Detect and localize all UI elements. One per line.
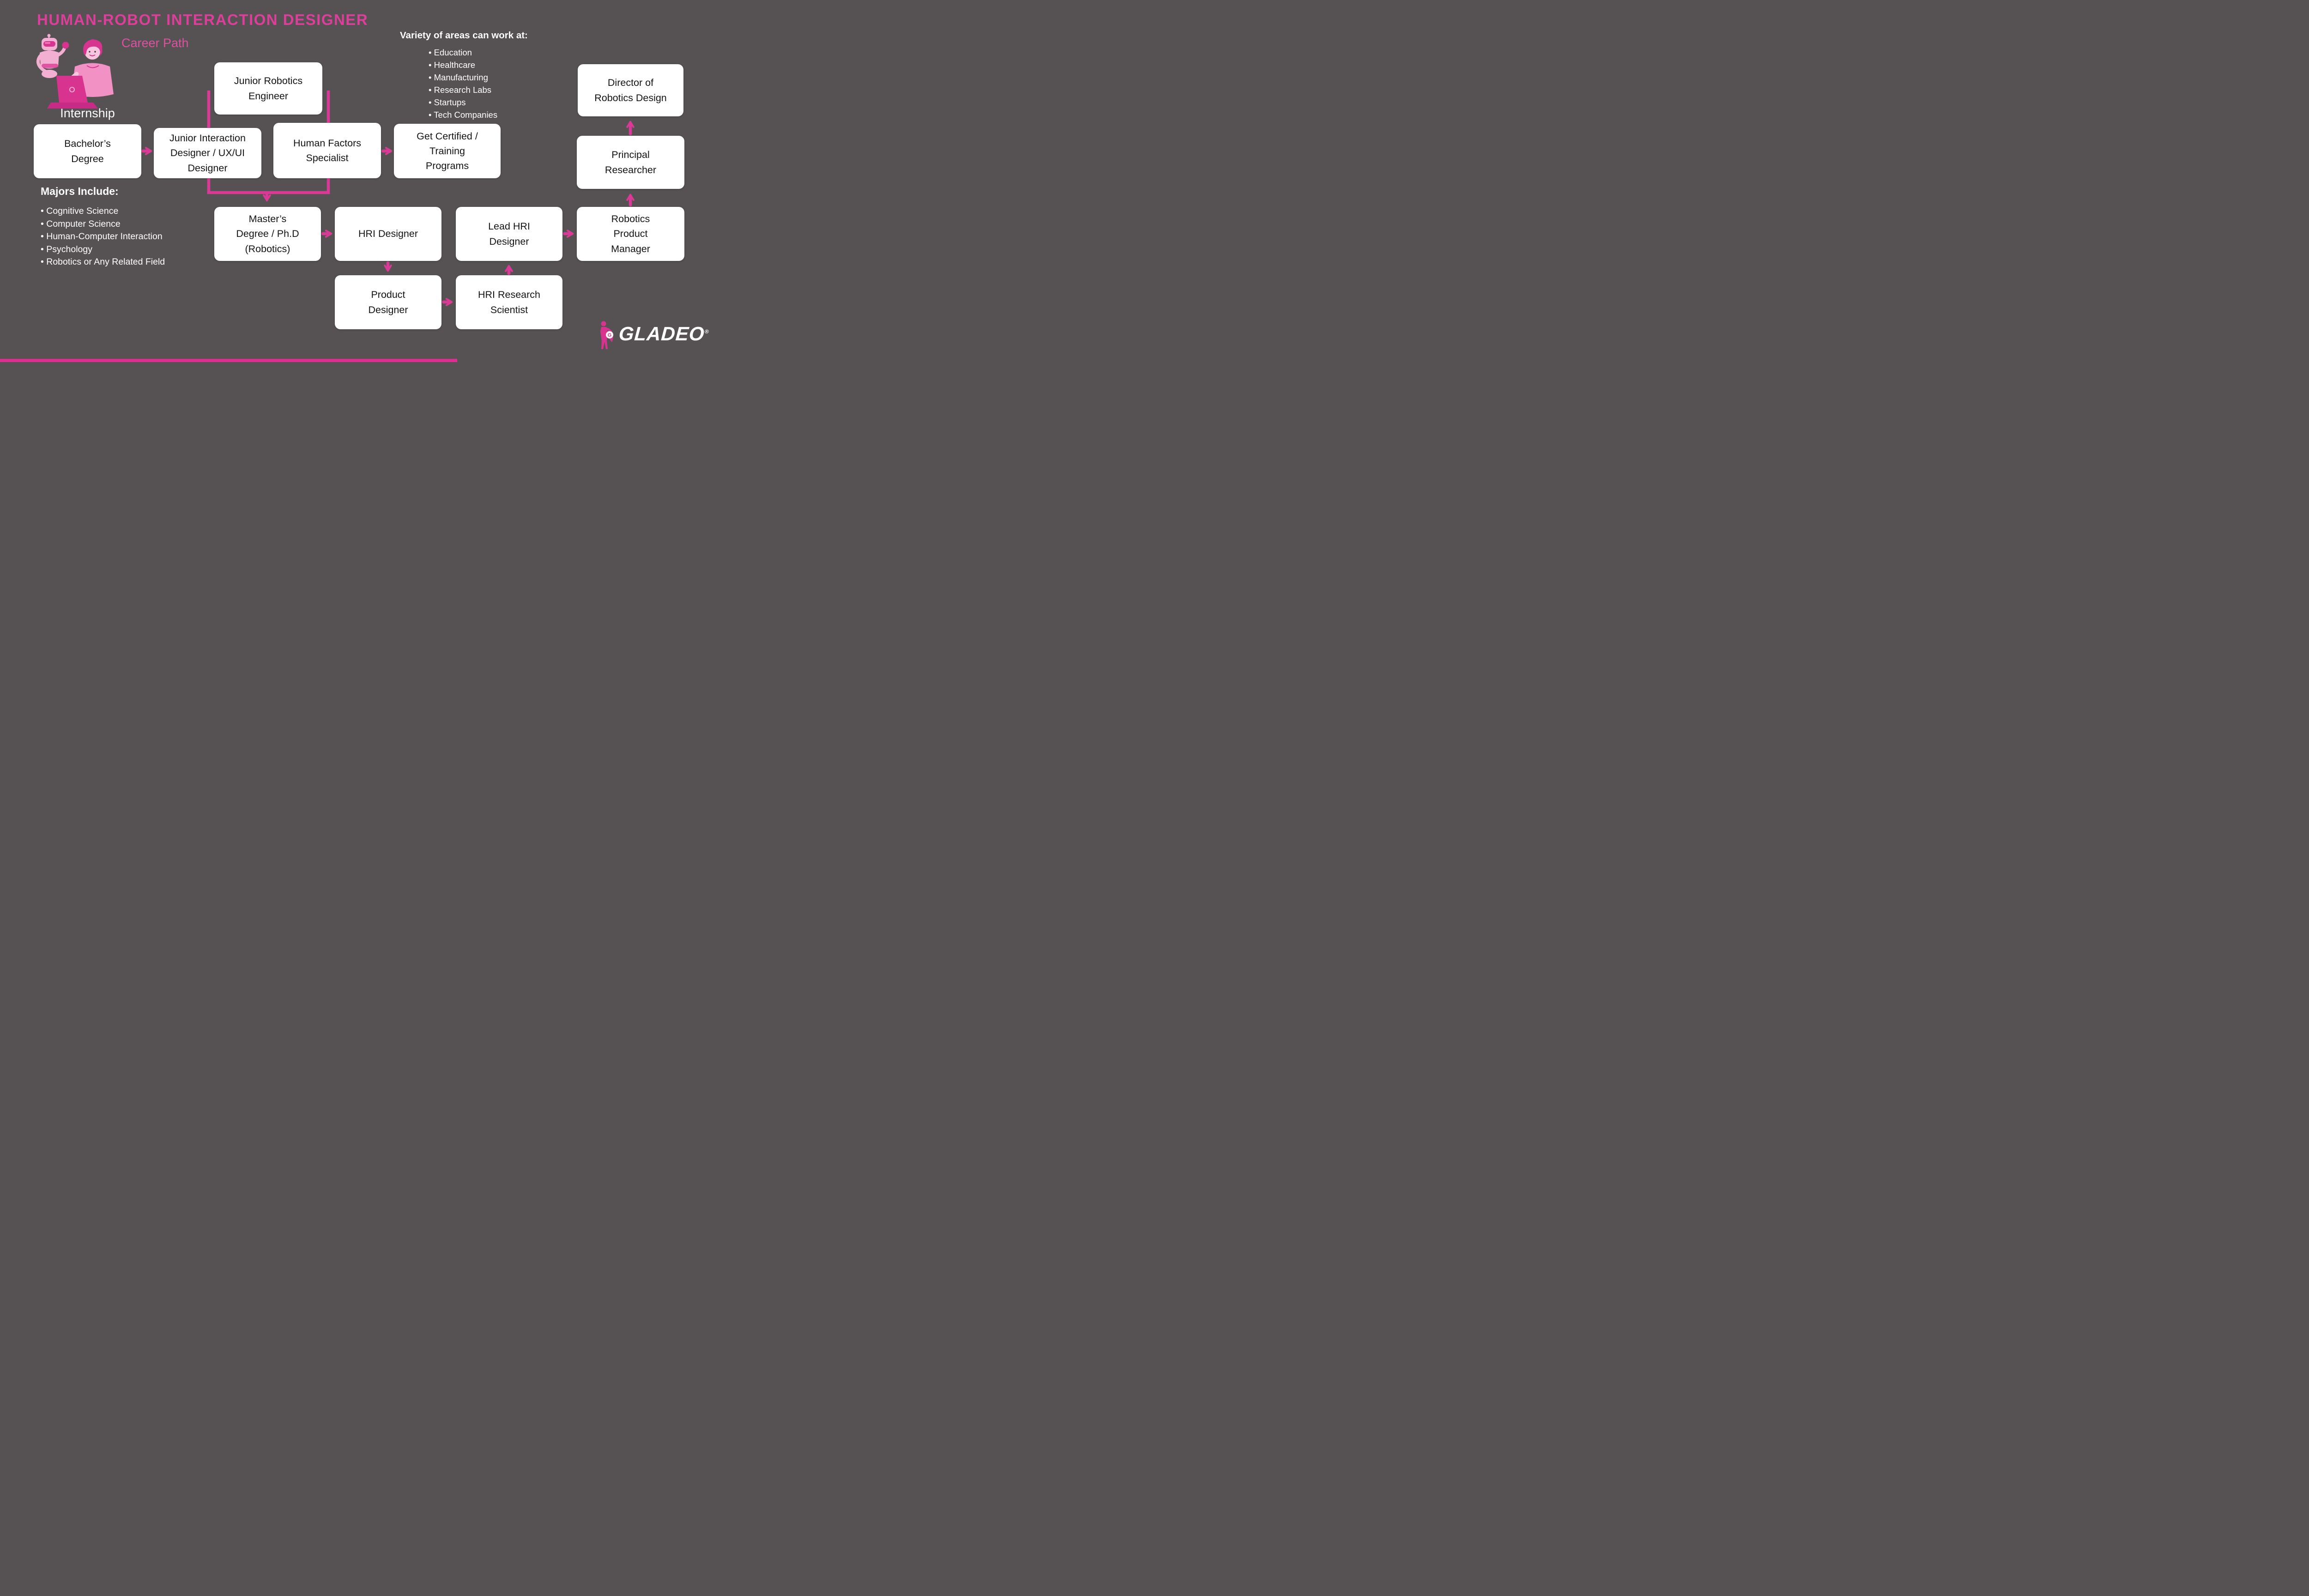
majors-heading: Majors Include:	[41, 185, 119, 197]
list-item: Robotics or Any Related Field	[41, 256, 165, 269]
list-item: Cognitive Science	[41, 205, 165, 218]
box-masters-phd-robotics: Master’s Degree / Ph.D (Robotics)	[214, 207, 321, 261]
box-lead-hri-designer: Lead HRI Designer	[456, 207, 562, 261]
list-item: Human-Computer Interaction	[41, 230, 165, 243]
gladeo-superhero-mascot: G	[600, 321, 613, 349]
majors-list: Cognitive Science Computer Science Human…	[41, 205, 165, 269]
gladeo-wordmark: GLADEO®	[618, 323, 709, 345]
list-item: Computer Science	[41, 218, 165, 231]
box-principal-researcher: Principal Researcher	[577, 136, 684, 189]
list-item: Healthcare	[429, 59, 497, 71]
svg-text:G: G	[608, 332, 612, 338]
list-item: Tech Companies	[429, 109, 497, 121]
footer-accent-bar	[0, 359, 457, 362]
gladeo-brand-logo: G GLADEO®	[597, 320, 709, 351]
box-hri-research-scientist: HRI Research Scientist	[456, 275, 562, 329]
list-item: Manufacturing	[429, 71, 497, 84]
areas-heading: Variety of areas can work at:	[400, 30, 528, 41]
box-bachelors-degree: Bachelor’s Degree	[34, 124, 141, 178]
box-director-robotics-design: Director of Robotics Design	[578, 64, 683, 116]
career-path-subtitle: Career Path	[121, 36, 189, 50]
page-title: HUMAN-ROBOT INTERACTION DESIGNER	[37, 11, 369, 28]
box-get-certified-training: Get Certified / Training Programs	[394, 124, 501, 178]
box-product-designer: Product Designer	[335, 275, 441, 329]
list-item: Research Labs	[429, 84, 497, 96]
box-human-factors-specialist: Human Factors Specialist	[273, 123, 381, 178]
box-junior-interaction-designer: Junior Interaction Designer / UX/UI Desi…	[154, 128, 261, 178]
registered-mark: ®	[704, 328, 709, 335]
box-robotics-product-manager: Robotics Product Manager	[577, 207, 684, 261]
robot-and-person-illustration	[36, 34, 114, 109]
box-junior-robotics-engineer: Junior Robotics Engineer	[214, 62, 322, 115]
list-item: Psychology	[41, 243, 165, 256]
areas-list: Education Healthcare Manufacturing Resea…	[429, 46, 497, 121]
box-hri-designer: HRI Designer	[335, 207, 441, 261]
list-item: Startups	[429, 96, 497, 109]
infographic-canvas: HUMAN-ROBOT INTERACTION DESIGNER Career …	[0, 0, 724, 362]
list-item: Education	[429, 46, 497, 59]
